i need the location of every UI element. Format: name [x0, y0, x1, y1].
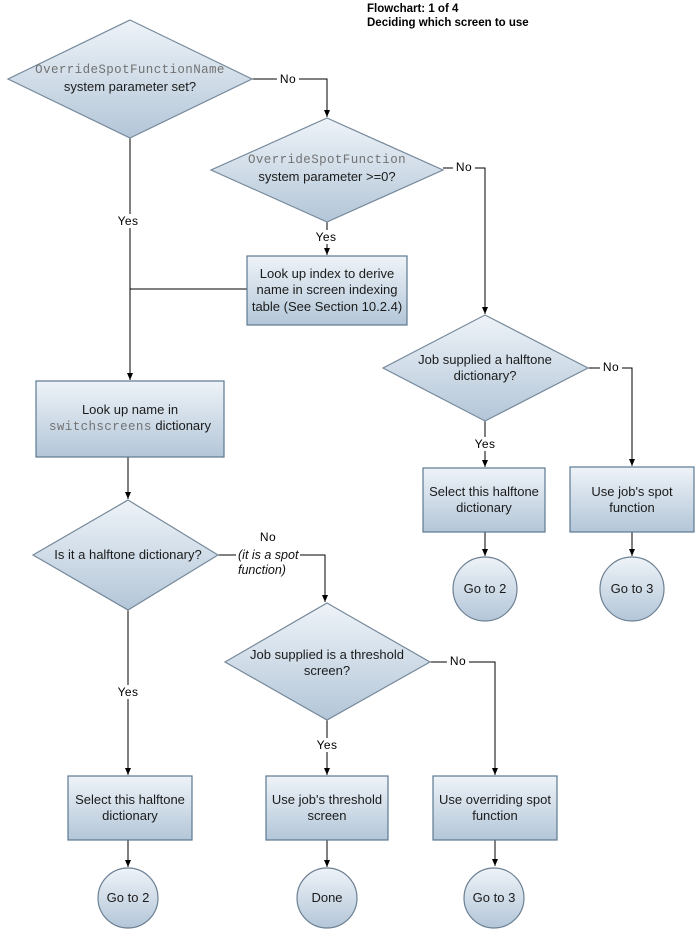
text-use-jobs-spot: Use job's spot function	[591, 483, 673, 515]
label-lookup-index: Look up index to derive name in screen i…	[250, 259, 404, 322]
text-lookup-name-pre: Look up name in	[81, 402, 179, 418]
text-system-parameter-gte0: system parameter >=0?	[258, 168, 396, 184]
diamond-is-halftone	[31, 499, 220, 611]
edge-label-yes-1: Yes	[114, 214, 142, 228]
rect-select-halftone-left	[67, 775, 193, 841]
edge-label-yes-4: Yes	[114, 685, 142, 699]
label-override-fn-decision: OverrideSpotFunction system parameter >=…	[217, 143, 437, 195]
circle-goto3-bottom	[463, 867, 525, 929]
text-goto2-bottom: Go to 2	[106, 889, 150, 905]
text-use-jobs-threshold: Use job's threshold screen	[271, 791, 383, 823]
code-switchscreens: switchscreens	[49, 420, 152, 435]
text-system-parameter-set: system parameter set?	[63, 78, 197, 94]
text-lookup-name-dict: switchscreens dictionary	[49, 418, 211, 436]
rect-use-jobs-spot	[569, 466, 695, 533]
edge-d3-no	[588, 367, 635, 466]
text-done: Done	[311, 889, 343, 905]
label-job-halftone-decision: Job supplied a halftone dictionary?	[393, 342, 577, 394]
label-use-jobs-spot: Use job's spot function	[572, 478, 692, 522]
edge-label-no-2: No	[452, 160, 476, 174]
text-dictionary: dictionary	[155, 418, 211, 434]
circle-goto2-right	[452, 556, 518, 622]
diamond-override-function	[209, 117, 445, 223]
page-title: Flowchart: 1 of 4 Deciding which screen …	[367, 2, 529, 31]
text-is-halftone: Is it a halftone dictionary?	[54, 546, 202, 562]
spot-function-note-line2: function)	[238, 562, 286, 577]
rect-lookup-name	[35, 380, 225, 458]
edge-label-no-3: No	[599, 360, 623, 374]
text-lookup-index: Look up index to derive name in screen i…	[251, 266, 403, 314]
edge-label-yes-2: Yes	[312, 230, 340, 244]
label-goto2-bottom: Go to 2	[96, 886, 160, 910]
label-job-threshold-decision: Job supplied is a threshold screen?	[237, 644, 417, 682]
rect-select-halftone-right	[422, 467, 546, 533]
title-line1: Flowchart: 1 of 4	[367, 3, 459, 15]
label-lookup-name: Look up name in switchscreens dictionary	[39, 393, 221, 445]
label-override-name-decision: OverrideSpotFunctionName system paramete…	[18, 52, 242, 106]
text-job-halftone: Job supplied a halftone dictionary?	[418, 351, 552, 383]
label-is-halftone-decision: Is it a halftone dictionary?	[36, 542, 220, 568]
edge-label-no-1: No	[276, 72, 300, 86]
diamond-job-halftone	[381, 314, 590, 422]
circle-done	[296, 867, 358, 929]
circle-goto2-bottom	[97, 867, 159, 929]
circle-goto3-right	[599, 556, 665, 622]
text-goto3-right: Go to 3	[610, 580, 654, 596]
edge-d5-no	[430, 661, 498, 775]
edge-d2-no	[443, 167, 488, 314]
label-goto3-right: Go to 3	[600, 577, 664, 601]
label-use-jobs-threshold: Use job's threshold screen	[268, 786, 386, 830]
spot-function-note-line1: (it is a spot	[238, 548, 299, 562]
rect-use-jobs-threshold	[265, 775, 389, 841]
edge-label-yes-3: Yes	[471, 437, 499, 451]
label-select-halftone-right: Select this halftone dictionary	[425, 478, 543, 522]
label-select-halftone-left: Select this halftone dictionary	[70, 786, 190, 830]
text-goto3-bottom: Go to 3	[472, 889, 516, 905]
edge-label-yes-5: Yes	[313, 738, 341, 752]
rect-use-overriding-spot	[432, 775, 558, 841]
label-goto3-bottom: Go to 3	[462, 886, 526, 910]
text-goto2-right: Go to 2	[463, 580, 507, 596]
edge-label-no-4: No	[256, 530, 280, 544]
text-job-threshold: Job supplied is a threshold screen?	[250, 646, 404, 678]
edge-label-no-5: No	[446, 654, 470, 668]
text-select-halftone-right: Select this halftone dictionary	[429, 483, 539, 515]
text-select-halftone-left: Select this halftone dictionary	[75, 791, 185, 823]
code-override-spot-function: OverrideSpotFunction	[247, 153, 407, 168]
title-line2: Deciding which screen to use	[367, 17, 529, 30]
spot-function-note: (it is a spot function)	[236, 548, 301, 578]
label-done: Done	[295, 886, 359, 910]
diamond-job-threshold	[223, 602, 432, 721]
code-override-spot-function-name: OverrideSpotFunctionName	[35, 63, 225, 78]
label-use-overriding-spot: Use overriding spot function	[435, 786, 555, 830]
text-use-overriding-spot: Use overriding spot function	[439, 791, 551, 823]
label-goto2-right: Go to 2	[453, 577, 517, 601]
rect-lookup-index	[246, 255, 408, 326]
diamond-override-name	[6, 19, 254, 139]
